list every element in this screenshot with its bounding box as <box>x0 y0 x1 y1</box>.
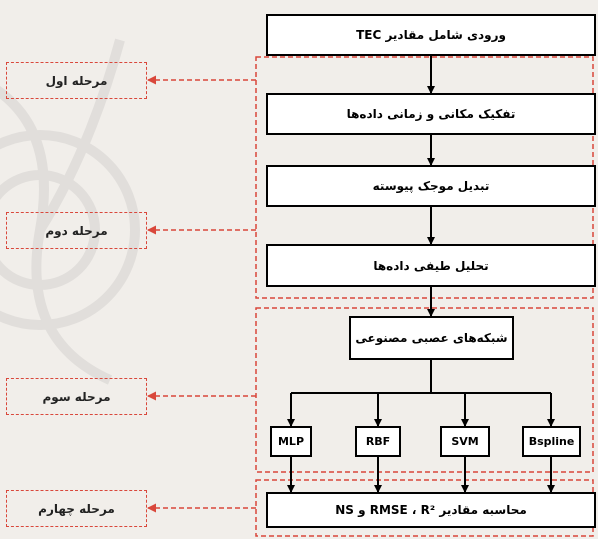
stage-label-3: مرحله سوم <box>6 378 147 415</box>
stage-label-2: مرحله دوم <box>6 212 147 249</box>
step-wavelet-transform: تبدیل موجک پیوسته <box>266 165 596 207</box>
stage-label-1: مرحله اول <box>6 62 147 99</box>
model-bspline: Bspline <box>522 426 581 457</box>
stage-label-4: مرحله چهارم <box>6 490 147 527</box>
step-tec-input: ورودی شامل مقادیر TEC <box>266 14 596 56</box>
flow-arrows <box>287 56 555 493</box>
watermark-logo <box>0 38 140 385</box>
step-spectral-analysis: تحلیل طیفی داده‌ها <box>266 244 596 287</box>
step-neural-networks: شبکه‌های عصبی مصنوعی <box>349 316 514 360</box>
stage-connectors <box>147 75 256 513</box>
model-rbf: RBF <box>355 426 401 457</box>
model-svm: SVM <box>440 426 490 457</box>
model-mlp: MLP <box>270 426 312 457</box>
step-metrics: محاسبه مقادیر RMSE ، R² و NS <box>266 492 596 528</box>
step-data-separation: تفکیک مکانی و زمانی داده‌ها <box>266 93 596 135</box>
stage-region-3 <box>255 307 594 473</box>
